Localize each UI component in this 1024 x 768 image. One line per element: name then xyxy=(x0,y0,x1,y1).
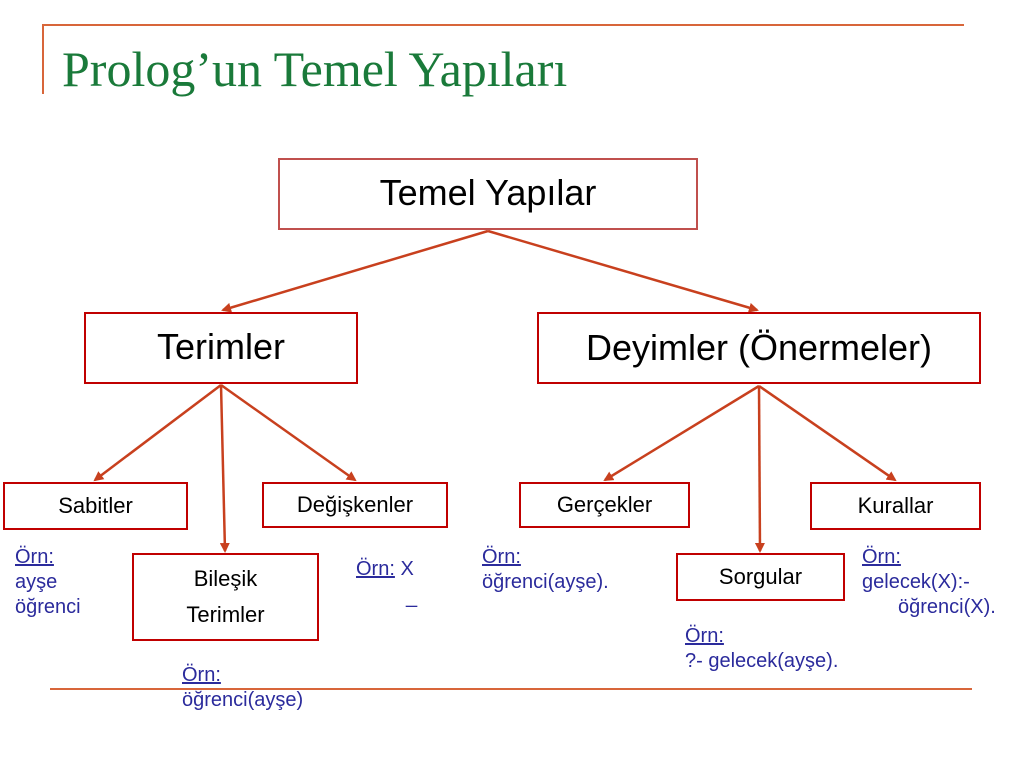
top-accent-line xyxy=(44,24,964,26)
node-sabitler: Sabitler xyxy=(3,482,188,530)
example-label: Örn: xyxy=(356,558,395,580)
example-line: öğrenci(ayşe) xyxy=(182,689,304,711)
example-value: X xyxy=(400,558,414,580)
example-line: ayşe xyxy=(15,571,58,593)
arrow-terimler-to-sabitler xyxy=(93,384,222,482)
node-temel-yapilar: Temel Yapılar xyxy=(278,158,698,230)
example-gercekler: Örn: öğrenci(ayşe). xyxy=(482,545,609,595)
example-label: Örn: xyxy=(685,625,724,647)
example-line: ?- gelecek(ayşe). xyxy=(685,650,839,672)
example-degiskenler: Örn: X _ xyxy=(356,557,417,608)
node-degiskenler: Değişkenler xyxy=(262,482,448,528)
example-line: gelecek(X):- xyxy=(862,571,970,593)
node-terimler: Terimler xyxy=(84,312,358,384)
arrow-terimler-to-bilesik xyxy=(219,384,230,553)
example-underscore: _ xyxy=(406,586,418,608)
node-gercekler: Gerçekler xyxy=(519,482,690,528)
node-sorgular: Sorgular xyxy=(676,553,845,601)
bilesik-line1: Bileşik xyxy=(193,566,258,591)
arrow-deyimler-to-sorgular xyxy=(754,385,765,553)
example-label: Örn: xyxy=(182,664,221,686)
bilesik-line2: Terimler xyxy=(186,602,265,627)
example-label: Örn: xyxy=(862,546,901,568)
slide-title: Prolog’un Temel Yapıları xyxy=(62,41,568,97)
node-bilesik-terimler: Bileşik Terimler xyxy=(132,553,319,641)
example-line: öğrenci(ayşe). xyxy=(482,571,609,593)
arrow-terimler-to-degiskenler xyxy=(220,383,357,482)
example-sorgular: Örn: ?- gelecek(ayşe). xyxy=(685,624,838,674)
arrow-root-to-deyimler xyxy=(487,229,759,313)
bottom-accent-line xyxy=(50,688,972,690)
example-kurallar: Örn: gelecek(X):- öğrenci(X). xyxy=(862,545,996,620)
arrow-deyimler-to-kurallar xyxy=(758,384,897,482)
example-line: öğrenci(X). xyxy=(898,596,996,618)
example-label: Örn: xyxy=(15,546,54,568)
arrow-root-to-terimler xyxy=(221,229,489,313)
node-kurallar: Kurallar xyxy=(810,482,981,530)
example-bilesik: Örn: öğrenci(ayşe) xyxy=(182,663,303,713)
example-line: öğrenci xyxy=(15,596,81,618)
example-label: Örn: xyxy=(482,546,521,568)
left-accent-line xyxy=(42,24,44,94)
example-sabitler: Örn: ayşe öğrenci xyxy=(15,545,81,620)
node-deyimler: Deyimler (Önermeler) xyxy=(537,312,981,384)
arrow-deyimler-to-gercekler xyxy=(603,384,760,482)
